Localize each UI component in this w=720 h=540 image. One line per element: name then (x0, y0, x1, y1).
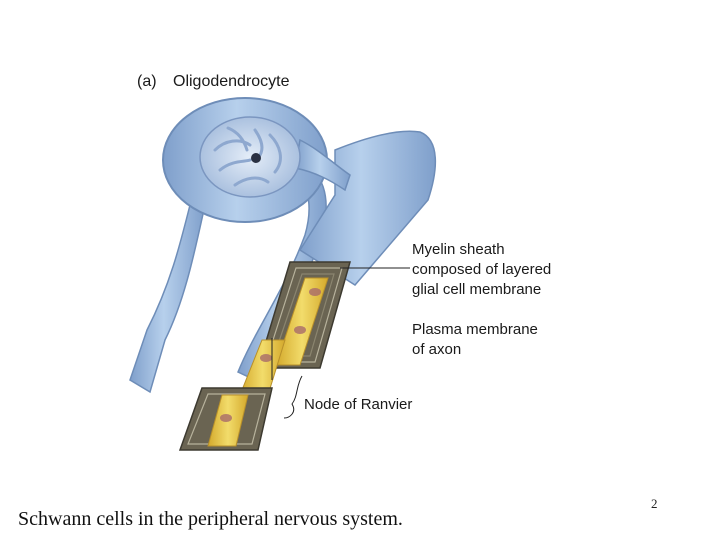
nucleus (199, 116, 301, 198)
label-node-of-ranvier: Node of Ranvier (304, 396, 412, 413)
axon-upper (275, 277, 329, 366)
label-myelin-3: glial cell membrane (412, 281, 541, 298)
label-plasma-1: Plasma membrane (412, 321, 538, 338)
nucleolus (251, 153, 261, 163)
process-left (129, 204, 206, 394)
label-myelin-1: Myelin sheath (412, 241, 505, 258)
label-myelin-2: composed of layered (412, 261, 551, 278)
slide-caption: Schwann cells in the peripheral nervous … (18, 508, 403, 530)
panel-label: (a) (137, 73, 157, 90)
label-plasma-2: of axon (412, 341, 461, 358)
page-number: 2 (651, 496, 658, 511)
panel-title: Oligodendrocyte (173, 73, 290, 90)
nucleus-folds (213, 126, 282, 187)
node-bracket (283, 375, 303, 419)
myelin-tube-upper (298, 130, 437, 286)
cell-arm (294, 138, 351, 192)
